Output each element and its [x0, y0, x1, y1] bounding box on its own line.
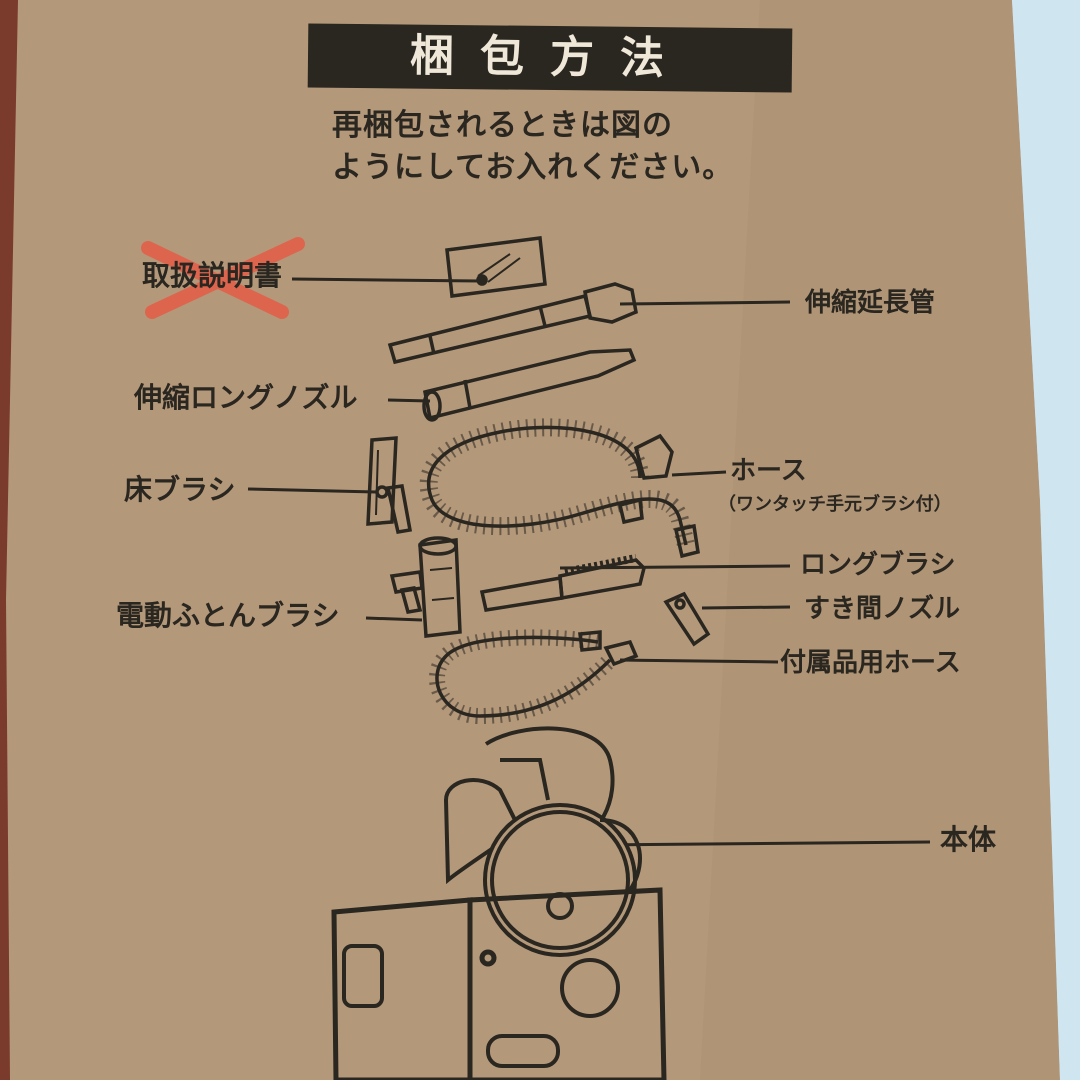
- label-hose: ホース: [730, 456, 807, 486]
- label-floor-brush: 床ブラシ: [124, 473, 236, 506]
- box-icon: [331, 887, 667, 1080]
- vacuum-body-icon: [443, 726, 642, 957]
- instruction-line-1: 再梱包されるときは図の: [332, 108, 673, 143]
- packing-title: 梱包方法: [307, 23, 793, 93]
- manual-icon: [445, 236, 547, 298]
- cardboard-edge: [1012, 0, 1080, 1080]
- label-main-body: 本体: [940, 823, 997, 856]
- label-accessory-hose: 付属品用ホース: [780, 648, 961, 678]
- gap-nozzle-icon: [663, 591, 711, 647]
- label-extension-pipe: 伸縮延長管: [805, 288, 936, 318]
- extension-pipe-icon: [387, 282, 638, 365]
- floor-brush-icon: [366, 436, 413, 534]
- cross-out-mark: [141, 237, 305, 319]
- futon-brush-icon: [389, 536, 462, 638]
- cardboard-shading: [18, 0, 1060, 1080]
- long-nozzle-icon: [422, 348, 637, 422]
- hose-icon: [419, 418, 700, 559]
- long-brush-icon: [479, 554, 646, 612]
- label-futon-brush: 電動ふとんブラシ: [116, 599, 340, 632]
- label-hose-note: （ワンタッチ手元ブラシ付）: [718, 494, 952, 515]
- accessory-hose-icon: [429, 629, 639, 725]
- label-manual: 取扱説明書: [142, 259, 283, 292]
- label-long-brush: ロングブラシ: [800, 550, 956, 580]
- instruction-line-2: ようにしてお入れください。: [332, 150, 734, 185]
- label-long-nozzle: 伸縮ロングノズル: [134, 381, 358, 414]
- cardboard-surface: [6, 0, 1060, 1080]
- label-gap-nozzle: すき間ノズル: [804, 594, 961, 624]
